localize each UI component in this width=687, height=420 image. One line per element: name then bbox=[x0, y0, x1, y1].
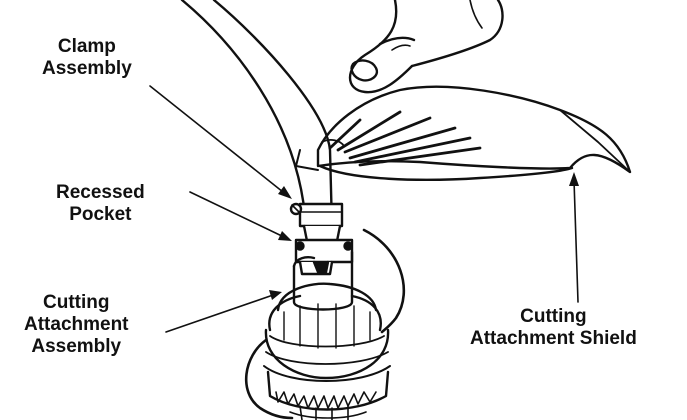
shield-label-line-1: Cutting bbox=[520, 306, 587, 327]
cutting-assembly-arrow bbox=[165, 293, 277, 333]
recessed-pocket-arrowhead bbox=[278, 231, 292, 241]
clamp-assembly-arrowhead bbox=[278, 186, 292, 199]
trimmer-shaft bbox=[180, 0, 336, 234]
trimmer-line bbox=[244, 228, 406, 420]
recessed-pocket-label: Recessed Pocket bbox=[56, 182, 145, 226]
clamp-assembly-label: Clamp Assembly bbox=[42, 36, 132, 80]
callout-arrows bbox=[149, 85, 579, 333]
cutting-attachment-assembly-label: Cutting Attachment Assembly bbox=[24, 292, 129, 358]
shield-arrowhead bbox=[569, 172, 579, 186]
clamp-assembly-label-line-2: Assembly bbox=[42, 58, 132, 79]
motor-cylinder bbox=[292, 250, 354, 311]
shield-arrow bbox=[573, 179, 579, 303]
recessed-pocket-arrow bbox=[189, 191, 287, 239]
clamp-assembly-label-line-1: Clamp bbox=[57, 36, 116, 57]
recessed-pocket-label-line-2: Pocket bbox=[69, 204, 132, 225]
cutting-attachment-shield-label: Cutting Attachment Shield bbox=[470, 306, 637, 350]
cutting-assembly-arrowhead bbox=[269, 290, 282, 300]
cutting-assembly-label-line-1: Cutting bbox=[43, 292, 110, 313]
recessed-pocket-label-line-1: Recessed bbox=[56, 182, 145, 203]
clamp-assembly-arrow bbox=[149, 85, 289, 197]
shield-label-line-2: Attachment Shield bbox=[470, 328, 637, 349]
cutting-assembly-label-line-2: Attachment bbox=[24, 314, 129, 335]
cutting-attachment-shield bbox=[295, 85, 632, 182]
cutting-assembly-label-line-3: Assembly bbox=[31, 336, 122, 357]
cutting-attachment-head bbox=[263, 282, 391, 420]
hand-illustration bbox=[348, 0, 504, 94]
